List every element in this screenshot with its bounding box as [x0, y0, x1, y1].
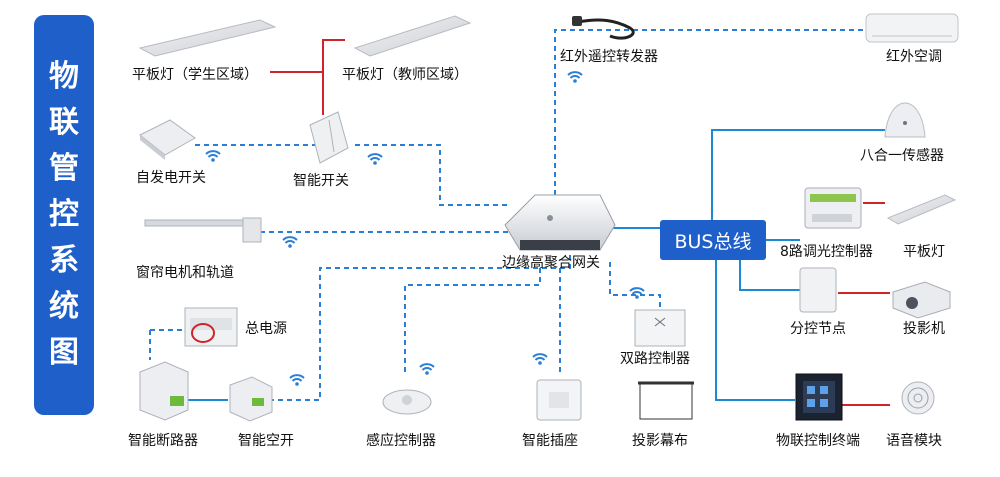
bus-links: [612, 129, 885, 401]
projector-label: 投影机: [903, 321, 945, 337]
curtain-device: [144, 217, 262, 243]
title-char: 图: [49, 335, 79, 370]
dimmer-device: [804, 187, 862, 229]
panel-light-student-device: [138, 19, 277, 57]
smart-socket-device: [536, 379, 582, 421]
smart-breaker-label: 智能断路器: [128, 433, 198, 449]
title-bar: 物 联 管 控 系 统 图: [34, 15, 94, 415]
voice-module-label: 语音模块: [886, 433, 942, 449]
wifi-icon: [532, 353, 548, 366]
panel-light-student-label: 平板灯（学生区域）: [132, 67, 258, 83]
title-char: 系: [49, 243, 79, 278]
title-char: 统: [49, 289, 79, 324]
wifi-icon: [419, 363, 435, 376]
title-char: 物: [49, 59, 79, 94]
smart-breaker-device: [139, 361, 189, 421]
sub-node-label: 分控节点: [790, 321, 846, 337]
title-char: 联: [49, 105, 79, 140]
self-power-switch-label: 自发电开关: [136, 170, 206, 186]
bus-label: BUS总线: [660, 220, 766, 260]
wifi-icon: [629, 287, 645, 300]
dual-controller-device: [634, 309, 686, 347]
main-power-label: 总电源: [245, 321, 287, 337]
panel-light-teacher-device: [353, 15, 472, 57]
gateway-device: [504, 194, 616, 251]
dimmer-label: 8路调光控制器: [780, 244, 873, 260]
induction-controller-device: [382, 389, 432, 415]
voice-module-device: [901, 381, 935, 415]
smart-switch-device: [309, 111, 349, 164]
projection-screen-label: 投影幕布: [632, 433, 688, 449]
panel-light-right-label: 平板灯: [903, 244, 945, 260]
sensor-8in1-device: [884, 102, 926, 138]
wifi-icon: [567, 71, 583, 84]
ir-transmitter-label: 红外遥控转发器: [560, 49, 658, 65]
sub-node-device: [799, 267, 837, 313]
iot-terminal-label: 物联控制终端: [776, 433, 860, 449]
smart-air-switch-label: 智能空开: [238, 433, 294, 449]
wireless-links: [149, 29, 870, 401]
main-power-device: [184, 307, 238, 347]
panel-light-right-device: [886, 194, 957, 225]
wifi-icon: [205, 150, 221, 163]
panel-light-teacher-label: 平板灯（教师区域）: [342, 67, 468, 83]
wifi-icon: [367, 153, 383, 166]
wifi-icon: [289, 374, 305, 387]
smart-switch-label: 智能开关: [293, 173, 349, 189]
projection-screen-device: [638, 381, 694, 420]
wired-links: [270, 39, 890, 406]
curtain-label: 窗帘电机和轨道: [136, 265, 234, 281]
projector-device: [892, 281, 951, 319]
wifi-icon: [282, 236, 298, 249]
gateway-label: 边缘高聚合网关: [502, 255, 600, 271]
sensor-8in1-label: 八合一传感器: [860, 148, 944, 164]
title-char: 管: [49, 151, 79, 186]
ir-ac-label: 红外空调: [886, 49, 942, 65]
self-power-switch-device: [139, 119, 196, 160]
dual-controller-label: 双路控制器: [620, 351, 690, 367]
smart-socket-label: 智能插座: [522, 433, 578, 449]
air-conditioner-device: [865, 13, 959, 43]
induction-controller-label: 感应控制器: [366, 433, 436, 449]
iot-terminal-device: [795, 373, 843, 421]
smart-air-switch-device: [229, 376, 273, 422]
ir-transmitter-device: [572, 16, 635, 40]
title-char: 控: [49, 197, 79, 232]
